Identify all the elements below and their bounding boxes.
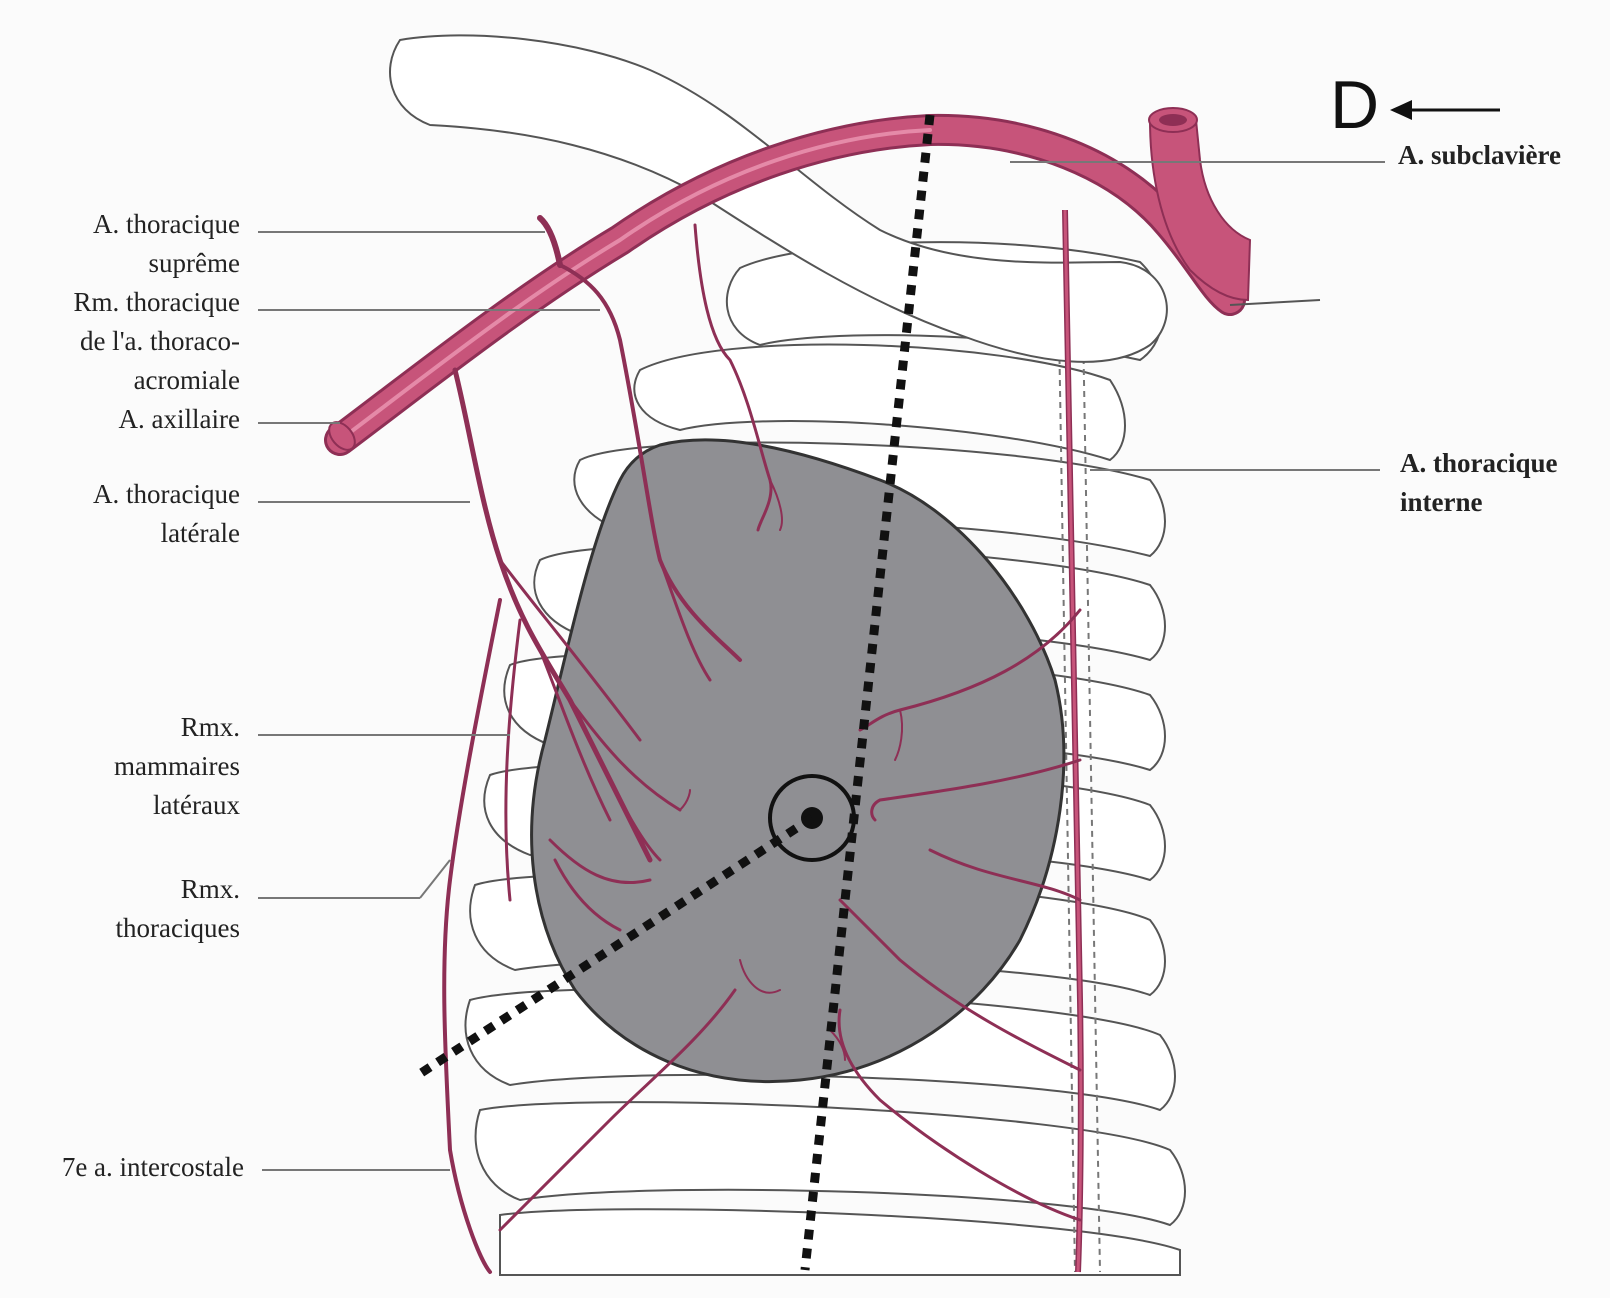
clavicle bbox=[389, 34, 1168, 363]
label-thoracique-interne: A. thoracique interne bbox=[1400, 444, 1558, 522]
label-thoracique-laterale: A. thoracique latérale bbox=[93, 475, 240, 553]
rib-9 bbox=[474, 1101, 1186, 1227]
label-line: A. subclavière bbox=[1398, 140, 1561, 170]
rib-10 bbox=[499, 1208, 1181, 1276]
label-rmx-mammaires: Rmx. mammaires latéraux bbox=[114, 708, 240, 825]
direction-letter: D bbox=[1330, 67, 1380, 143]
label-line: Rmx. bbox=[180, 874, 240, 904]
oblique-reference-line bbox=[415, 814, 815, 1079]
rib-2 bbox=[633, 343, 1126, 462]
label-line: suprême bbox=[148, 248, 240, 278]
label-line: latérale bbox=[160, 518, 240, 548]
label-line: de l'a. thoraco- bbox=[79, 326, 240, 356]
label-subclaviere: A. subclavière bbox=[1398, 136, 1561, 175]
label-rm-thoracique: Rm. thoracique de l'a. thoraco- acromial… bbox=[74, 283, 240, 400]
vertical-reference-line bbox=[800, 114, 935, 1271]
label-line: Rmx. bbox=[180, 712, 240, 742]
aortic-branch bbox=[1148, 107, 1252, 302]
label-line: mammaires bbox=[114, 751, 240, 781]
label-line: thoraciques bbox=[115, 913, 240, 943]
branch-arteries bbox=[442, 215, 1082, 1274]
left-arrow-icon bbox=[1390, 100, 1500, 120]
label-line: A. thoracique bbox=[93, 479, 240, 509]
label-line: A. axillaire bbox=[118, 404, 240, 434]
label-line: latéraux bbox=[153, 790, 240, 820]
label-line: A. thoracique bbox=[1400, 448, 1558, 478]
label-thoracique-supreme: A. thoracique suprême bbox=[93, 205, 240, 283]
label-line: A. thoracique bbox=[93, 209, 240, 239]
label-intercostale: 7e a. intercostale bbox=[62, 1148, 244, 1187]
reference-lines bbox=[415, 114, 935, 1271]
leader-lines bbox=[258, 161, 1385, 1171]
label-line: interne bbox=[1400, 487, 1483, 517]
label-rmx-thoraciques: Rmx. thoraciques bbox=[116, 870, 240, 948]
label-axillaire: A. axillaire bbox=[119, 400, 240, 439]
breast-region bbox=[530, 438, 1066, 1084]
neck-line bbox=[1229, 299, 1321, 306]
label-line: 7e a. intercostale bbox=[61, 1152, 244, 1182]
label-line: acromiale bbox=[133, 365, 240, 395]
label-line: Rm. thoracique bbox=[73, 287, 240, 317]
sternum-edge bbox=[1057, 269, 1101, 1273]
